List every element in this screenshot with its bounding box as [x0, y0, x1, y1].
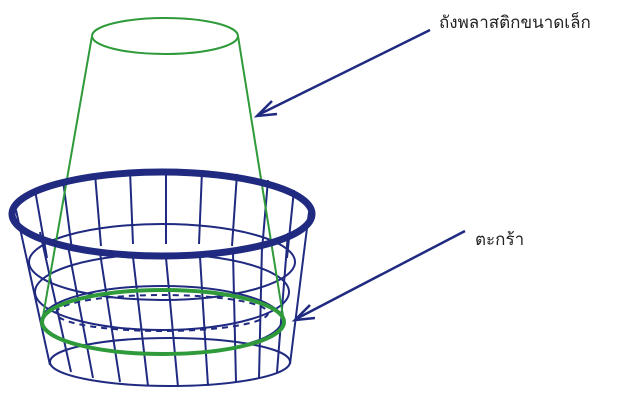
bucket-top-rim [91, 17, 239, 55]
basket-ribs [15, 170, 310, 388]
small-bucket-label: ถังพลาสติกขนาดเล็ก [439, 11, 591, 33]
basket-top-rim [8, 168, 316, 260]
arrow-basket [291, 229, 466, 322]
basket-label: ตะกร้า [475, 230, 524, 250]
bucket-bottom-rim [40, 288, 286, 356]
arrow-bucket [253, 28, 431, 118]
basket-base-dashed [55, 294, 269, 332]
